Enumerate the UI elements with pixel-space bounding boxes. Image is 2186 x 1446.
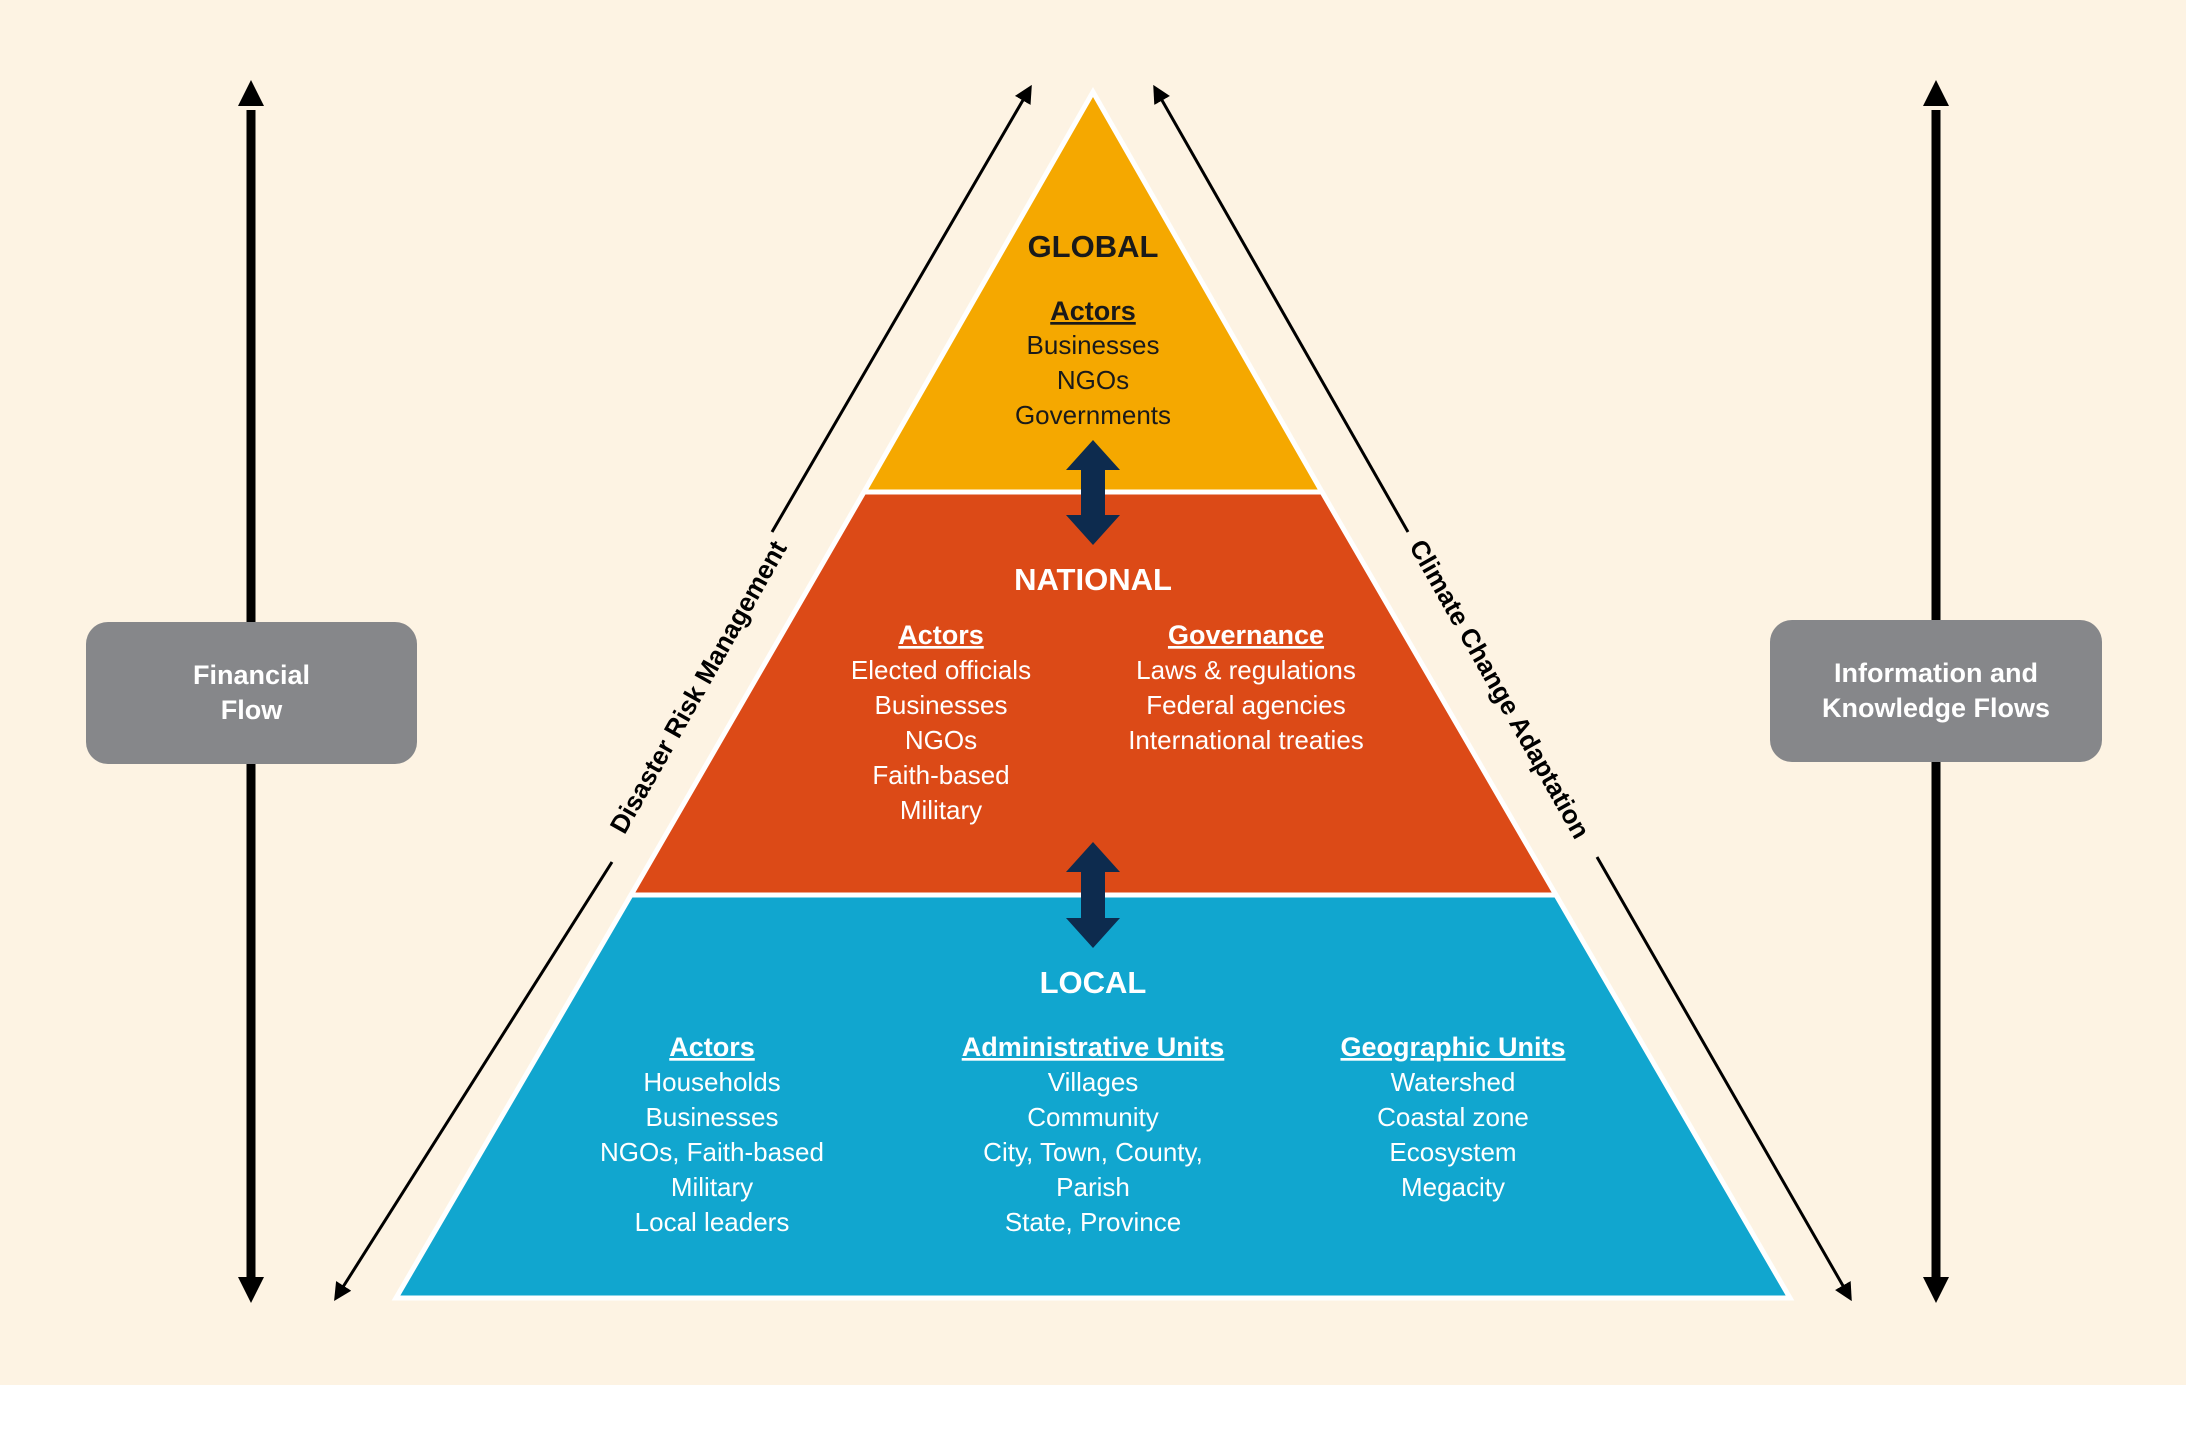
national-actor-item: Businesses [875,690,1008,720]
local-actor-item: Military [671,1172,753,1202]
global-tier-text: GLOBAL Actors Businesses NGOs Government… [1015,229,1171,430]
local-actors-heading: Actors [669,1032,755,1062]
drm-line-lower [334,861,614,1302]
global-actors-heading: Actors [1050,296,1136,326]
local-admin-item: Community [1027,1102,1158,1132]
global-national-double-arrow [1066,440,1120,545]
global-title: GLOBAL [1028,229,1159,264]
information-knowledge-flows-box: Information and Knowledge Flows [1770,620,2102,762]
cca-line-lower [1595,856,1852,1302]
local-geo-heading: Geographic Units [1340,1032,1565,1062]
information-flow-arrowhead-down [1923,1277,1949,1303]
local-actor-item: Businesses [646,1102,779,1132]
national-actor-item: Military [900,795,982,825]
national-tier-text: NATIONAL Actors Elected officials Busine… [851,562,1364,825]
national-actor-item: Elected officials [851,655,1031,685]
local-admin-item: Parish [1056,1172,1130,1202]
local-admin-item: State, Province [1005,1207,1181,1237]
local-actor-item: NGOs, Faith-based [600,1137,824,1167]
footer-band [0,1385,2186,1446]
national-governance-item: International treaties [1128,725,1364,755]
local-title: LOCAL [1040,965,1147,1000]
financial-flow-arrowhead-down [238,1277,264,1303]
financial-flow-label: Financial Flow [192,660,311,725]
local-actor-item: Local leaders [635,1207,790,1237]
local-admin-heading: Administrative Units [962,1032,1225,1062]
local-actor-item: Households [643,1067,780,1097]
global-actor-item: NGOs [1057,365,1129,395]
local-geo-item: Ecosystem [1389,1137,1516,1167]
national-local-double-arrow [1066,842,1120,948]
global-actor-item: Governments [1015,400,1171,430]
drm-line-upper [770,84,1032,533]
national-actors-heading: Actors [898,620,984,650]
information-flow-arrowhead-up [1923,80,1949,106]
information-knowledge-flows-label: Information and Knowledge Flows [1821,658,2050,723]
cca-line-upper [1153,84,1410,533]
national-title: NATIONAL [1014,562,1172,597]
national-actor-item: Faith-based [872,760,1009,790]
local-tier-text: LOCAL Actors Households Businesses NGOs,… [600,965,1566,1237]
financial-flow-box: Financial Flow [86,622,417,764]
national-actor-item: NGOs [905,725,977,755]
pyramid-tier-local [391,892,1795,1301]
national-governance-item: Laws & regulations [1136,655,1356,685]
local-admin-item: Villages [1048,1067,1139,1097]
global-actor-item: Businesses [1027,330,1160,360]
local-geo-item: Megacity [1401,1172,1505,1202]
national-governance-item: Federal agencies [1146,690,1345,720]
local-geo-item: Watershed [1391,1067,1516,1097]
national-governance-heading: Governance [1168,620,1324,650]
local-admin-item: City, Town, County, [983,1137,1203,1167]
financial-flow-arrowhead-up [238,80,264,106]
local-geo-item: Coastal zone [1377,1102,1529,1132]
